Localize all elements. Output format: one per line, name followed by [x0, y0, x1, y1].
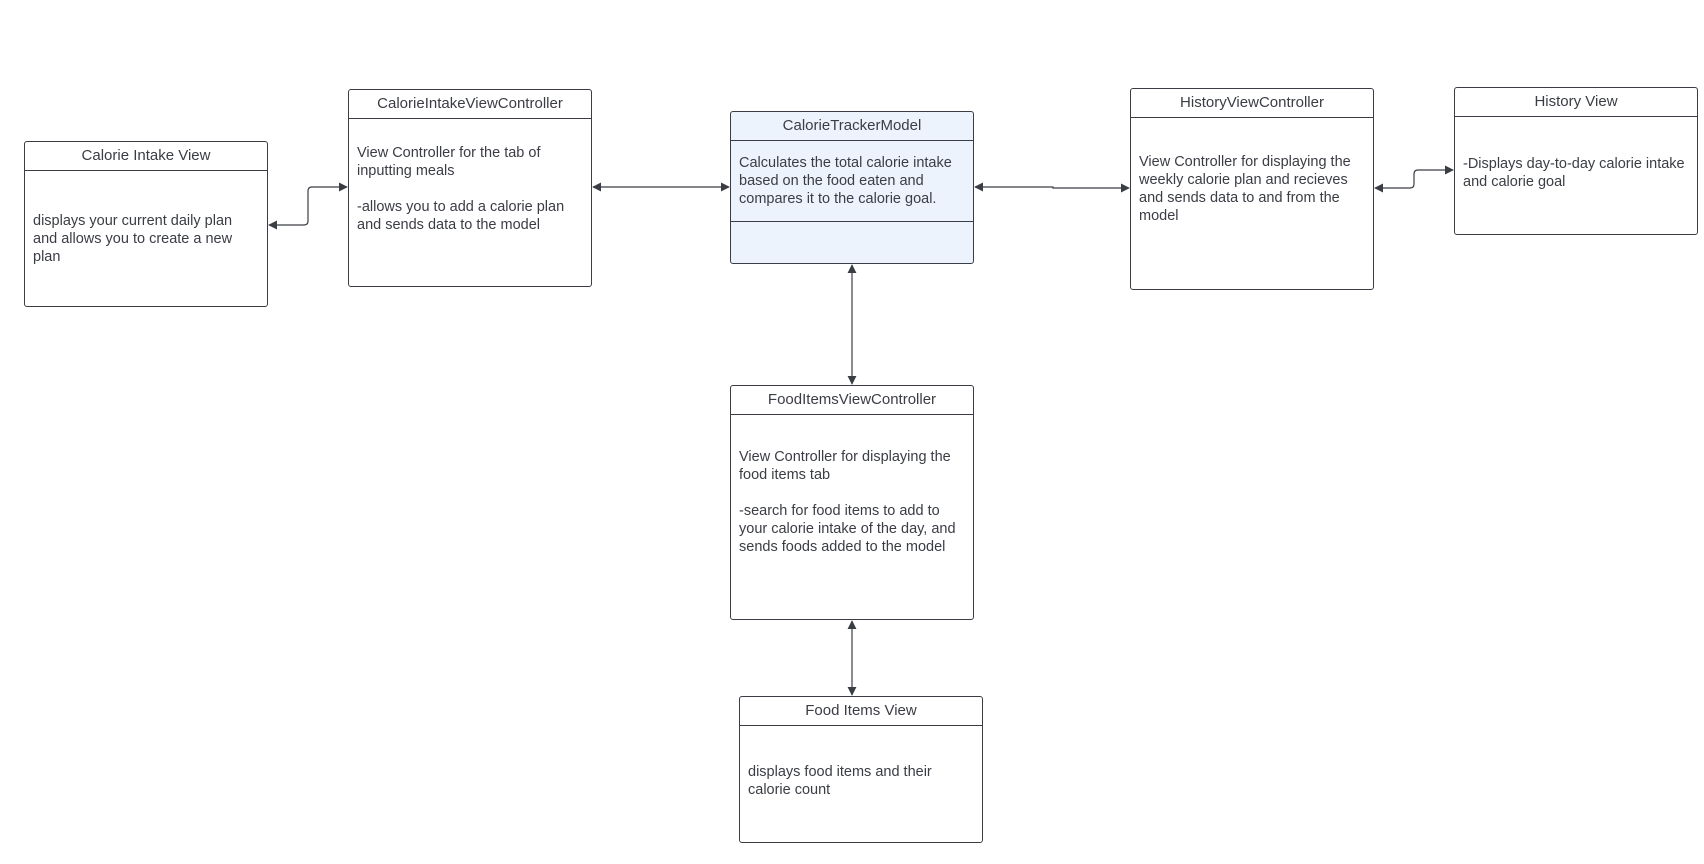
- history-view-description: -Displays day-to-day calorie intake and …: [1463, 156, 1685, 190]
- history-view-controller-title: HistoryViewController: [1131, 89, 1373, 118]
- calorie-tracker-model-box[interactable]: CalorieTrackerModel Calculates the total…: [730, 111, 974, 264]
- history-view-box[interactable]: History View -Displays day-to-day calori…: [1454, 87, 1698, 235]
- calorie-intake-view-controller-description: View Controller for the tab of inputting…: [357, 145, 565, 233]
- calorie-intake-view-controller-box[interactable]: CalorieIntakeViewController View Control…: [348, 89, 592, 287]
- food-items-view-box[interactable]: Food Items View displays food items and …: [739, 696, 983, 843]
- calorie-intake-view-title: Calorie Intake View: [25, 142, 267, 171]
- connector-history-controller-to-history-view: [1374, 165, 1454, 193]
- food-items-view-description: displays food items and their calorie co…: [748, 764, 932, 798]
- calorie-tracker-model-empty-section: [731, 221, 973, 263]
- calorie-intake-view-box[interactable]: Calorie Intake View displays your curren…: [24, 141, 268, 307]
- history-view-title: History View: [1455, 88, 1697, 117]
- history-view-controller-description: View Controller for displaying the weekl…: [1139, 154, 1351, 224]
- calorie-intake-view-description: displays your current daily plan and all…: [33, 212, 233, 265]
- food-items-view-controller-title: FoodItemsViewController: [731, 386, 973, 415]
- calorie-tracker-model-title: CalorieTrackerModel: [731, 112, 973, 141]
- food-items-view-controller-description: View Controller for displaying the food …: [739, 449, 956, 555]
- calorie-tracker-model-description: Calculates the total calorie intake base…: [739, 155, 952, 207]
- connector-model-to-history-controller: [974, 182, 1130, 193]
- calorie-intake-view-controller-title: CalorieIntakeViewController: [349, 90, 591, 119]
- history-view-controller-box[interactable]: HistoryViewController View Controller fo…: [1130, 88, 1374, 290]
- connector-intake-view-to-intake-controller: [268, 182, 348, 230]
- food-items-view-controller-box[interactable]: FoodItemsViewController View Controller …: [730, 385, 974, 620]
- food-items-view-title: Food Items View: [740, 697, 982, 726]
